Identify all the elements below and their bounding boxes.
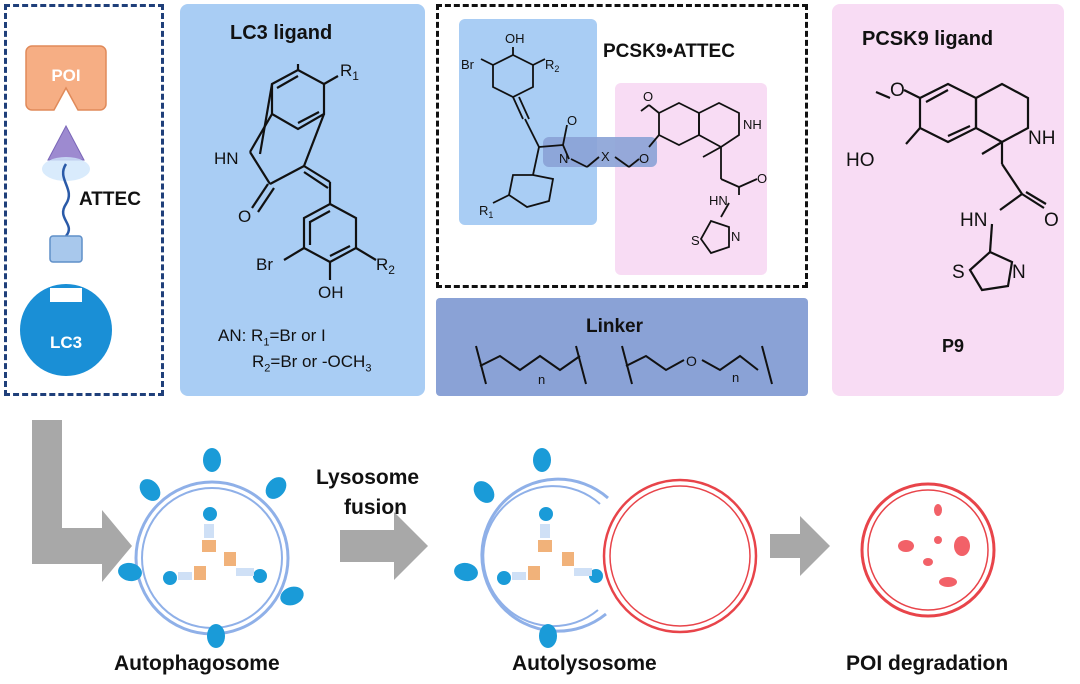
autolysosome (454, 448, 758, 648)
l-shaped-arrow (32, 420, 132, 582)
lc3-ligand-title: LC3 ligand (230, 22, 333, 44)
autophagosome (118, 448, 304, 648)
svg-text:S: S (691, 233, 700, 248)
autophagy-process-diagram (32, 420, 996, 648)
pcsk9-ligand-title: PCSK9 ligand (862, 28, 994, 50)
svg-text:N: N (1012, 262, 1026, 283)
lc3-ligand-an-line2: R2=Br or -OCH3 (252, 352, 372, 375)
svg-text:R2: R2 (376, 255, 395, 277)
svg-text:R2: R2 (545, 57, 559, 74)
lc3-icon (20, 284, 112, 376)
svg-text:O: O (1044, 210, 1059, 231)
degradation-arrow (770, 516, 830, 576)
svg-text:NH: NH (743, 117, 762, 132)
svg-text:HN: HN (709, 193, 728, 208)
svg-text:R1: R1 (479, 203, 493, 220)
svg-text:OH: OH (318, 283, 344, 302)
svg-text:Br: Br (256, 255, 273, 274)
pcsk9-attec-structure: OH Br R2 O N X O R1 O NH HN O S N (461, 31, 767, 255)
poi-degradation-label: POI degradation (846, 652, 1009, 675)
poi-label: POI (51, 66, 80, 85)
svg-text:N: N (731, 229, 740, 244)
svg-text:n: n (732, 370, 739, 385)
svg-text:Br: Br (461, 57, 475, 72)
svg-text:NH: NH (1028, 128, 1055, 149)
svg-text:O: O (890, 80, 905, 101)
lysosome-fusion-label-1: Lysosome (316, 466, 420, 489)
svg-text:HO: HO (846, 150, 875, 171)
autolysosome-label: Autolysosome (512, 652, 657, 675)
pcsk9-ligand-structure: O HO NH HN O S N (846, 80, 1059, 292)
lc3-ligand-panel: LC3 ligand (180, 4, 425, 396)
svg-text:HN: HN (214, 149, 239, 168)
linker-squiggle-icon (61, 163, 71, 237)
pcsk9-attec-linker-part (543, 137, 657, 167)
svg-text:O: O (643, 89, 653, 104)
ligand-triangle-icon (42, 124, 90, 181)
lc3-label: LC3 (50, 333, 82, 352)
svg-text:OH: OH (505, 31, 525, 46)
autophagosome-label: Autophagosome (114, 652, 280, 675)
lc3-ligand-square-icon (49, 235, 83, 263)
svg-text:X: X (601, 149, 610, 164)
svg-text:O: O (757, 171, 767, 186)
attec-schematic-panel: POI LC3 ATTEC (4, 4, 164, 396)
poi-degradation-lysosome (860, 482, 996, 618)
pcsk9-ligand-name: P9 (942, 336, 965, 356)
svg-text:S: S (952, 262, 965, 283)
svg-text:O: O (238, 207, 251, 226)
pcsk9-attec-pcsk9-part (615, 83, 767, 275)
pcsk9-ligand-panel: PCSK9 ligand O HO NH HN O S N P9 (832, 4, 1064, 396)
linker-structures: n O n (475, 345, 773, 387)
svg-text:R1: R1 (340, 61, 359, 83)
linker-panel: Linker n O n (436, 298, 808, 396)
lc3-ligand-structure: R1 HN O Br OH R2 (214, 61, 395, 302)
svg-text:HN: HN (960, 210, 987, 231)
svg-text:O: O (639, 151, 649, 166)
pcsk9-attec-lc3-part (459, 19, 597, 225)
svg-text:N: N (559, 151, 568, 166)
pcsk9-attec-title: PCSK9•ATTEC (603, 41, 735, 62)
lc3-ligand-an-line1: AN: R1=Br or I (218, 326, 326, 349)
attec-label: ATTEC (79, 189, 141, 210)
lysosome-fusion-label-2: fusion (344, 496, 407, 519)
fusion-arrow (340, 512, 428, 580)
linker-title: Linker (586, 316, 644, 337)
svg-text:O: O (567, 113, 577, 128)
svg-text:n: n (538, 372, 545, 387)
pcsk9-attec-panel: PCSK9•ATTEC (436, 4, 808, 288)
poi-icon (25, 45, 107, 111)
svg-text:O: O (686, 353, 697, 369)
